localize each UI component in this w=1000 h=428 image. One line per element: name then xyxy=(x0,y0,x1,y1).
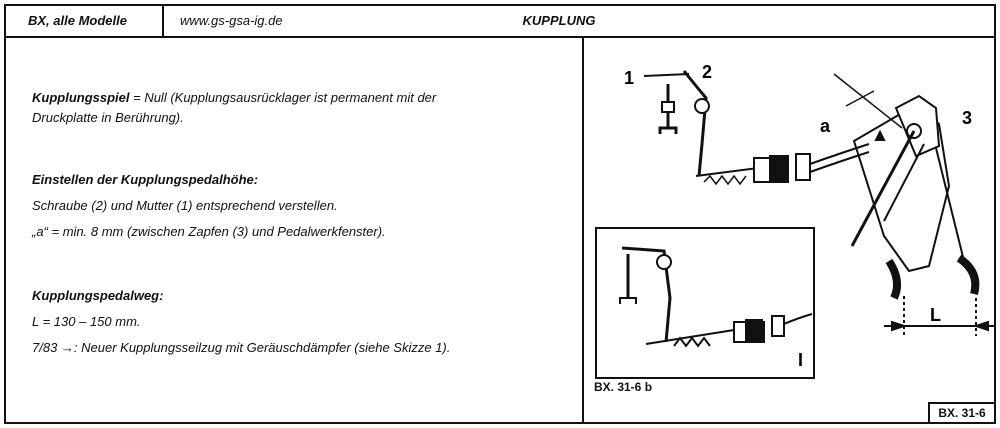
label-pin-3: 3 xyxy=(962,108,972,128)
label-nut-1: 1 xyxy=(624,68,634,88)
pedal-height-heading: Einstellen der Kupplungspedalhöhe: xyxy=(32,172,259,187)
clutch-play-label: Kupplungsspiel xyxy=(32,90,130,105)
dimension-l-drawing xyxy=(884,296,994,336)
label-gap-a: a xyxy=(820,116,831,136)
label-screw-2: 2 xyxy=(702,62,712,82)
clutch-play-text: = Null (Kupplungsausrücklager ist perman… xyxy=(129,90,437,105)
pedal-assembly-drawing xyxy=(833,73,980,300)
instructions-panel: Kupplungsspiel = Null (Kupplungsausrückl… xyxy=(6,36,584,422)
section-title: KUPPLUNG xyxy=(522,13,596,28)
clutch-pedal-diagram: 1 2 3 a L I xyxy=(595,62,994,379)
clutch-play-line-1: Kupplungsspiel = Null (Kupplungsausrückl… xyxy=(32,88,436,108)
figure-panel: 1 2 3 a L I BX. 31-6 b BX. 31-6 xyxy=(584,36,994,422)
inset-sketch xyxy=(595,227,815,379)
pedal-travel-heading: Kupplungspedalweg: xyxy=(32,288,164,303)
label-travel-l: L xyxy=(930,305,941,325)
manual-page: BX, alle Modelle www.gs-gsa-ig.de KUPPLU… xyxy=(4,4,996,424)
pedal-travel-line-2: 7/83 →: Neuer Kupplungsseilzug mit Geräu… xyxy=(32,340,451,355)
pedal-travel-line-1: L = 130 – 150 mm. xyxy=(32,314,141,329)
header-bar: BX, alle Modelle www.gs-gsa-ig.de KUPPLU… xyxy=(6,6,994,38)
pedal-height-line-2: „a“ = min. 8 mm (zwischen Zapfen (3) und… xyxy=(32,224,386,239)
clutch-play-line-2: Druckplatte in Berührung). xyxy=(32,110,184,125)
model-label: BX, alle Modelle xyxy=(6,6,164,36)
label-inset-i: I xyxy=(798,350,803,370)
website-url: www.gs-gsa-ig.de xyxy=(180,13,283,28)
main-linkage-drawing xyxy=(643,70,870,186)
inset-caption: BX. 31-6 b xyxy=(594,380,653,394)
pedal-height-line-1: Schraube (2) und Mutter (1) entsprechend… xyxy=(32,198,338,213)
page-reference: BX. 31-6 xyxy=(928,402,994,422)
